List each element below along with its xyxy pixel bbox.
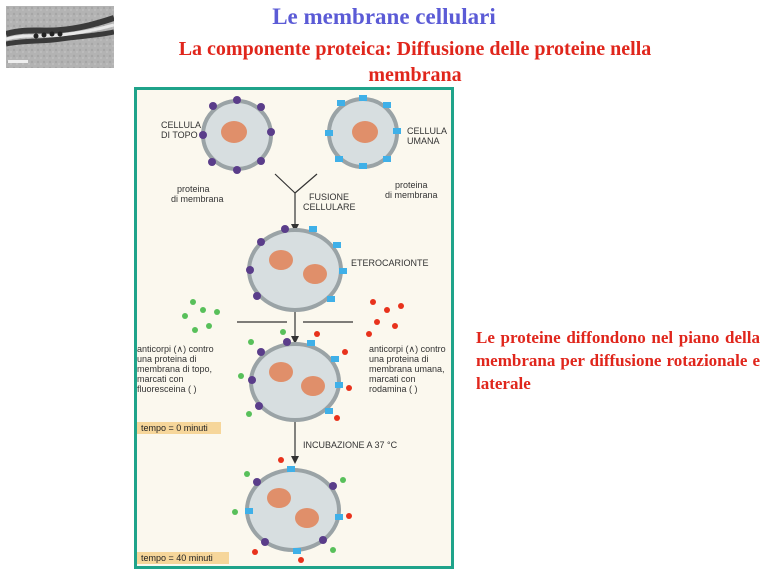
incubation-label: INCUBAZIONE A 37 °C xyxy=(303,440,398,450)
membrane-diffusion-figure: CELLULA DI TOPO CELLULA UMANA proteina d… xyxy=(134,87,454,569)
antibodies-human-label-2: una proteina di xyxy=(369,354,429,364)
mouse-protein-icon xyxy=(199,96,275,174)
slide-subtitle: La componente proteica: Diffusione delle… xyxy=(178,38,652,86)
antibodies-mouse-label-1: anticorpi (∧) contro xyxy=(137,344,214,354)
time-0-label: tempo = 0 minuti xyxy=(141,423,208,433)
antibodies-human-label-1: anticorpi (∧) contro xyxy=(369,344,446,354)
cell-time-40 xyxy=(232,457,352,563)
slide-title: Le membrane cellulari xyxy=(272,4,496,29)
fluorescein-antibody-cluster xyxy=(182,299,220,333)
antibodies-mouse-label-3: membrana di topo, xyxy=(137,364,212,374)
explanation-text: Le proteine diffondono nel piano della m… xyxy=(476,328,760,393)
antibodies-mouse-label-4: marcati con xyxy=(137,374,184,384)
human-protein-icon xyxy=(325,95,401,169)
human-cell xyxy=(325,95,401,169)
antibodies-human-label-3: membrana umana, xyxy=(369,364,445,374)
rhodamine-antibody-cluster xyxy=(366,299,404,337)
human-protein-label-1: proteina xyxy=(395,180,428,190)
mouse-cell xyxy=(199,96,275,174)
antibodies-mouse-label-2: una proteina di xyxy=(137,354,197,364)
antibodies-human-label-4: marcati con xyxy=(369,374,416,384)
cell-time-0 xyxy=(238,329,352,422)
fusion-arrow xyxy=(274,173,318,226)
antibody-arrows xyxy=(237,312,353,338)
fusion-label-2: CELLULARE xyxy=(303,202,356,212)
antibodies-mouse-label-5: fluoresceina ( ) xyxy=(137,384,197,394)
diffusion-diagram: CELLULA DI TOPO CELLULA UMANA proteina d… xyxy=(137,95,447,564)
mouse-cell-label-1: CELLULA xyxy=(161,120,201,130)
fusion-label-1: FUSIONE xyxy=(309,192,349,202)
heterokaryon-cell xyxy=(246,225,347,312)
human-protein-label-2: di membrana xyxy=(385,190,438,200)
mouse-cell-label-2: DI TOPO xyxy=(161,130,198,140)
human-cell-label-1: CELLULA xyxy=(407,126,447,136)
mouse-protein-label-1: proteina xyxy=(177,184,210,194)
human-cell-label-2: UMANA xyxy=(407,136,440,146)
antibodies-human-label-5: rodamina ( ) xyxy=(369,384,418,394)
micrograph-thumbnail xyxy=(6,6,114,68)
heterokaryon-label: ETEROCARIONTE xyxy=(351,258,429,268)
time-40-label: tempo = 40 minuti xyxy=(141,553,213,563)
mouse-protein-label-2: di membrana xyxy=(171,194,224,204)
